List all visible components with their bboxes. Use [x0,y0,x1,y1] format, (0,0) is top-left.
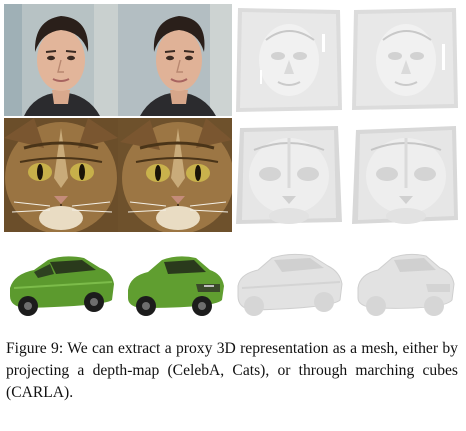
figure-label: Figure 9: [6,340,64,357]
caption-text: We can extract a proxy 3D representation… [6,340,458,401]
face-photo-image [4,4,118,116]
figure-caption: Figure 9: We can extract a proxy 3D repr… [6,338,458,404]
cat-photo-alt-image [118,118,232,232]
car-render-alt-image [118,244,232,328]
car-mesh-image [232,244,346,328]
face-photo-alt-image [118,4,232,116]
figure-grid [4,4,462,328]
car-render-image [4,244,118,328]
cat-photo-image [4,118,118,232]
car-mesh-alt-image [346,244,462,328]
cat-mesh-alt-image [346,118,462,232]
face-mesh-alt-image [346,4,462,116]
face-mesh-image [232,4,346,116]
cat-mesh-image [232,118,346,232]
